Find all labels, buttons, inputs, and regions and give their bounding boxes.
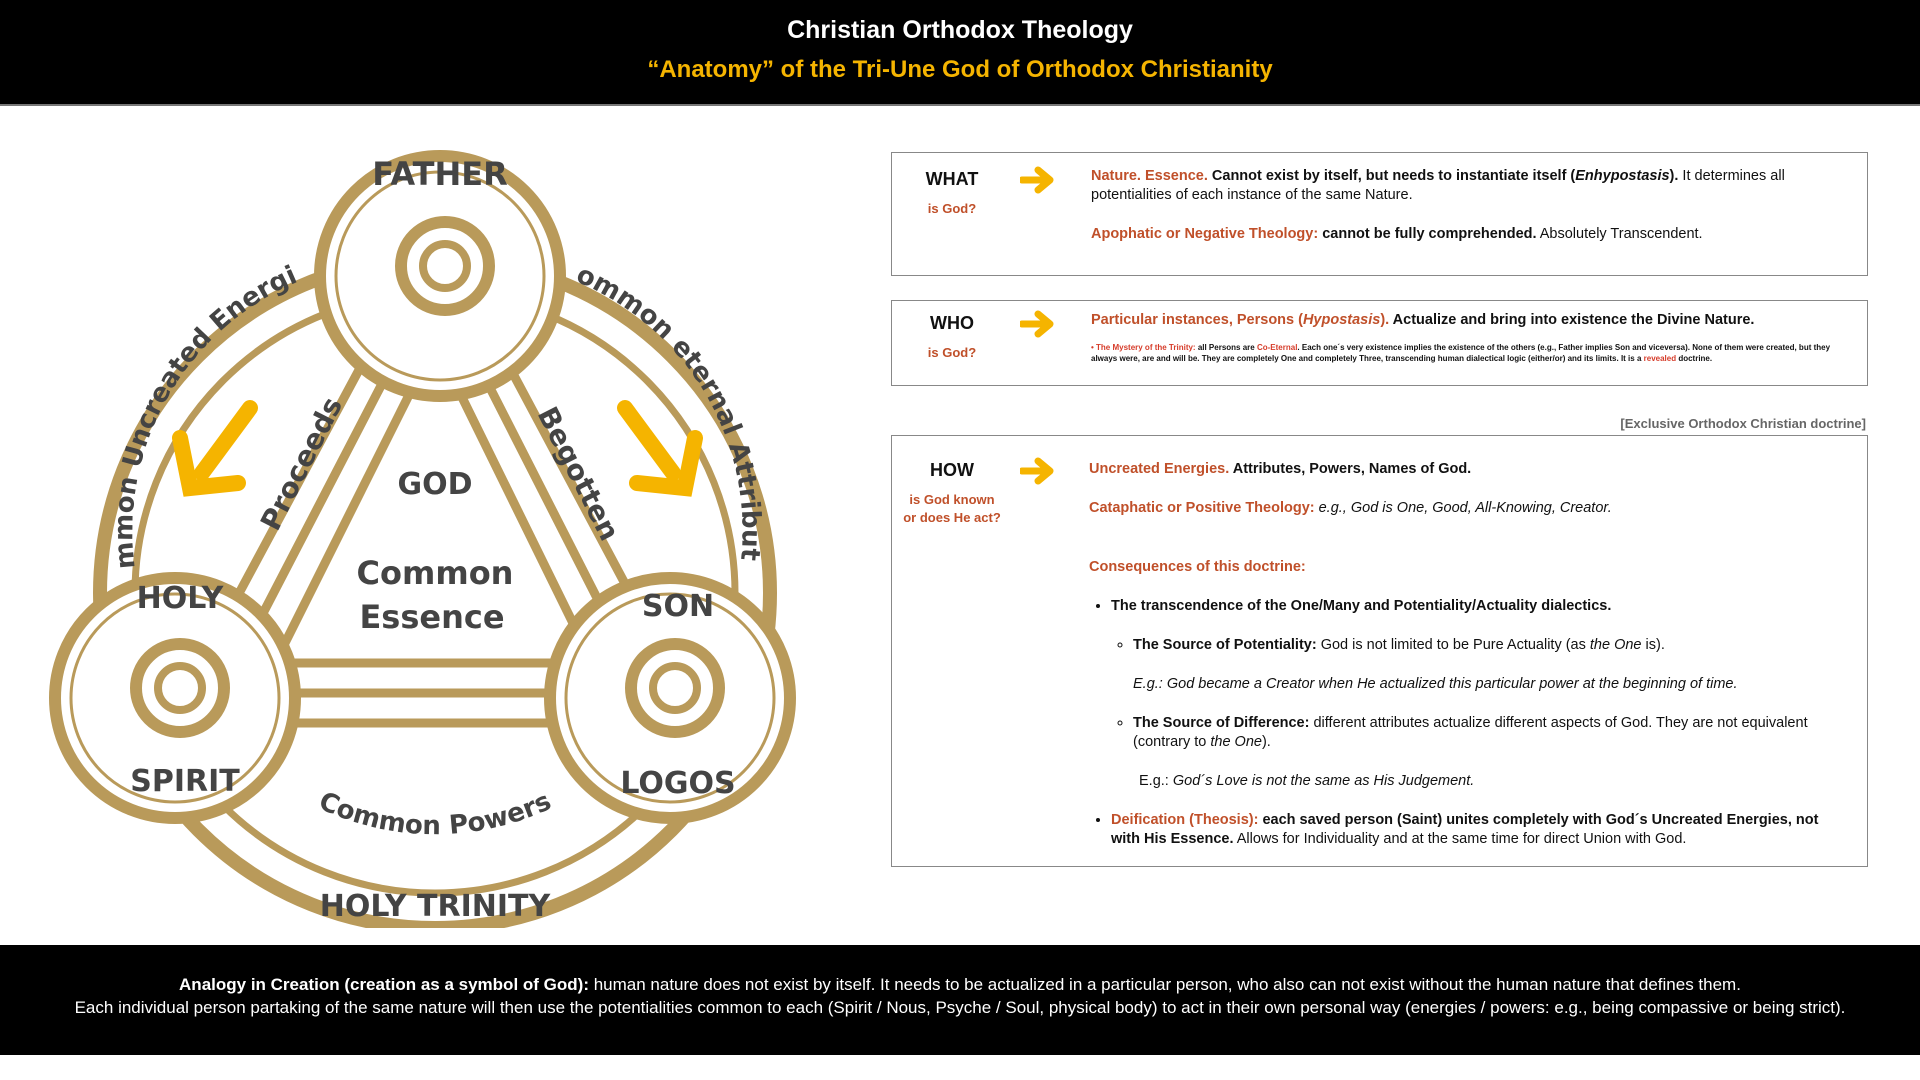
who-text-d: Actualize and bring into existence the D… bbox=[1389, 312, 1755, 328]
who-term-a: Particular instances, Persons ( bbox=[1091, 312, 1303, 328]
who-trinity-note: • The Mystery of the Trinity: all Person… bbox=[1091, 342, 1847, 364]
source-of-difference: The Source of Difference: different attr… bbox=[1133, 714, 1847, 752]
page-title: Christian Orthodox Theology bbox=[787, 16, 1133, 44]
consequences-list: The transcendence of the One/Many and Po… bbox=[1089, 597, 1847, 849]
difference-text-d: ). bbox=[1261, 734, 1271, 750]
son-label: SON bbox=[642, 589, 714, 624]
what-body: Nature. Essence. Cannot exist by itself,… bbox=[1091, 167, 1847, 244]
potentiality-example: E.g.: God became a Creator when He actua… bbox=[1133, 676, 1738, 692]
what-panel: WHAT is God? Nature. Essence. Cannot exi… bbox=[891, 152, 1868, 276]
how-sub-line-2: or does He act? bbox=[903, 510, 1001, 525]
common-label: Common bbox=[357, 554, 514, 592]
uncreated-energies-text: Attributes, Powers, Names of God. bbox=[1229, 461, 1472, 477]
how-body: Uncreated Energies. Attributes, Powers, … bbox=[1089, 460, 1847, 849]
difference-example-prefix: E.g.: bbox=[1139, 773, 1173, 789]
holy-label: HOLY bbox=[137, 581, 225, 616]
consequence-sublist-item: The Source of Potentiality: God is not l… bbox=[1111, 636, 1847, 791]
consequence-transcendence: The transcendence of the One/Many and Po… bbox=[1111, 597, 1847, 616]
uncreated-energies-term: Uncreated Energies. bbox=[1089, 461, 1230, 477]
difference-example-text: God´s Love is not the same as His Judgem… bbox=[1172, 773, 1475, 789]
how-arrow-icon bbox=[1020, 457, 1054, 485]
apophatic-text-b: cannot be fully comprehended. bbox=[1318, 226, 1537, 242]
left-down-arrow bbox=[172, 400, 258, 497]
how-paragraph-2: Cataphatic or Positive Theology: e.g., G… bbox=[1089, 499, 1847, 518]
what-paragraph-2: Apophatic or Negative Theology: cannot b… bbox=[1091, 225, 1847, 244]
logos-label: LOGOS bbox=[620, 766, 735, 801]
who-term-c: ). bbox=[1380, 312, 1390, 328]
apophatic-text-c: Absolutely Transcendent. bbox=[1536, 226, 1703, 242]
difference-example: E.g.: God´s Love is not the same as His … bbox=[1133, 772, 1847, 791]
what-term: Nature. Essence. bbox=[1091, 168, 1208, 184]
trinity-note-d: . Each one´s very existence implies the … bbox=[1091, 343, 1831, 363]
trinity-note-f: doctrine. bbox=[1676, 354, 1713, 363]
deification-text-b: each saved person (Saint) unites complet… bbox=[1111, 812, 1819, 847]
consequences-heading: Consequences of this doctrine: bbox=[1089, 559, 1306, 575]
holy-trinity-caption: HOLY TRINITY bbox=[320, 889, 552, 924]
what-text-e: It determines all potentialities of each… bbox=[1091, 168, 1785, 203]
god-label: GOD bbox=[397, 467, 472, 502]
cataphatic-text: e.g., God is One, Good, All-Knowing, Cre… bbox=[1314, 500, 1612, 516]
how-sub-line-1: is God known bbox=[909, 492, 995, 507]
begotten-label: Begotten bbox=[531, 401, 626, 545]
right-down-arrow bbox=[617, 400, 703, 497]
who-paragraph-1: Particular instances, Persons (Hypostasi… bbox=[1091, 311, 1847, 330]
how-subheading: is God known or does He act? bbox=[892, 491, 1012, 527]
potentiality-text-d: is). bbox=[1641, 637, 1665, 653]
trinity-note-b: all Persons are bbox=[1195, 343, 1257, 352]
footer-line-1: Analogy in Creation (creation as a symbo… bbox=[0, 973, 1920, 996]
difference-text-b: different attributes actualize different… bbox=[1133, 715, 1808, 750]
cataphatic-term: Cataphatic or Positive Theology: bbox=[1089, 500, 1315, 516]
page-subtitle: “Anatomy” of the Tri-Une God of Orthodox… bbox=[647, 56, 1273, 83]
what-subheading: is God? bbox=[927, 201, 977, 216]
difference-text-c: the One bbox=[1210, 734, 1262, 750]
how-paragraph-1: Uncreated Energies. Attributes, Powers, … bbox=[1089, 460, 1847, 479]
what-paragraph-1: Nature. Essence. Cannot exist by itself,… bbox=[1091, 167, 1847, 205]
trinity-note-c: Co-Eternal bbox=[1256, 343, 1298, 352]
consequence-deification: Deification (Theosis): each saved person… bbox=[1111, 811, 1847, 849]
what-heading: WHAT bbox=[925, 169, 979, 189]
spirit-label: SPIRIT bbox=[130, 764, 240, 799]
potentiality-text-b: God is not limited to be Pure Actuality … bbox=[1316, 637, 1590, 653]
who-arrow-icon bbox=[1020, 310, 1054, 338]
what-text-c: Enhypostasis bbox=[1575, 168, 1670, 184]
exclusive-doctrine-note: [Exclusive Orthodox Christian doctrine] bbox=[1620, 416, 1866, 431]
essence-label: Essence bbox=[359, 598, 504, 636]
who-panel: WHO is God? Particular instances, Person… bbox=[891, 300, 1868, 386]
trinity-note-a: • The Mystery of the Trinity: bbox=[1091, 343, 1196, 352]
who-term-b: Hypostasis bbox=[1302, 312, 1381, 328]
footer-line-2: Each individual person partaking of the … bbox=[74, 998, 1846, 1017]
analogy-term: Analogy in Creation (creation as a symbo… bbox=[179, 975, 589, 994]
how-heading: HOW bbox=[930, 460, 974, 480]
how-panel: HOW is God known or does He act? Uncreate… bbox=[891, 435, 1868, 867]
what-arrow-icon bbox=[1020, 166, 1054, 194]
deification-term: Deification (Theosis): bbox=[1111, 812, 1259, 828]
who-body: Particular instances, Persons (Hypostasi… bbox=[1091, 311, 1847, 364]
who-heading: WHO bbox=[930, 313, 974, 333]
bottom-arc-label: Common Powers bbox=[314, 786, 555, 841]
father-circle bbox=[314, 150, 566, 402]
difference-term: The Source of Difference: bbox=[1133, 715, 1310, 731]
footer-bar: Analogy in Creation (creation as a symbo… bbox=[0, 945, 1920, 1055]
deification-text-c: Allows for Individuality and at the same… bbox=[1233, 831, 1687, 847]
who-subheading: is God? bbox=[927, 345, 977, 360]
what-text-d: ). bbox=[1669, 168, 1679, 184]
apophatic-term: Apophatic or Negative Theology: bbox=[1091, 226, 1319, 242]
consequence-sublist: The Source of Potentiality: God is not l… bbox=[1111, 636, 1847, 791]
spirit-circle bbox=[49, 572, 301, 824]
analogy-text: human nature does not exist by itself. I… bbox=[588, 975, 1741, 994]
father-label: FATHER bbox=[372, 155, 508, 193]
trinity-diagram: Common Uncreated Energies Common eternal… bbox=[40, 128, 796, 928]
potentiality-term: The Source of Potentiality: bbox=[1133, 637, 1317, 653]
header-bar: Christian Orthodox Theology “Anatomy” of… bbox=[0, 0, 1920, 106]
trinity-note-e: revealed bbox=[1643, 354, 1677, 363]
potentiality-text-c: the One bbox=[1589, 637, 1642, 653]
what-text-b: Cannot exist by itself, but needs to ins… bbox=[1207, 168, 1576, 184]
proceeds-label: Proceeds bbox=[254, 392, 349, 536]
source-of-potentiality: The Source of Potentiality: God is not l… bbox=[1133, 636, 1847, 655]
son-circle bbox=[544, 572, 796, 824]
